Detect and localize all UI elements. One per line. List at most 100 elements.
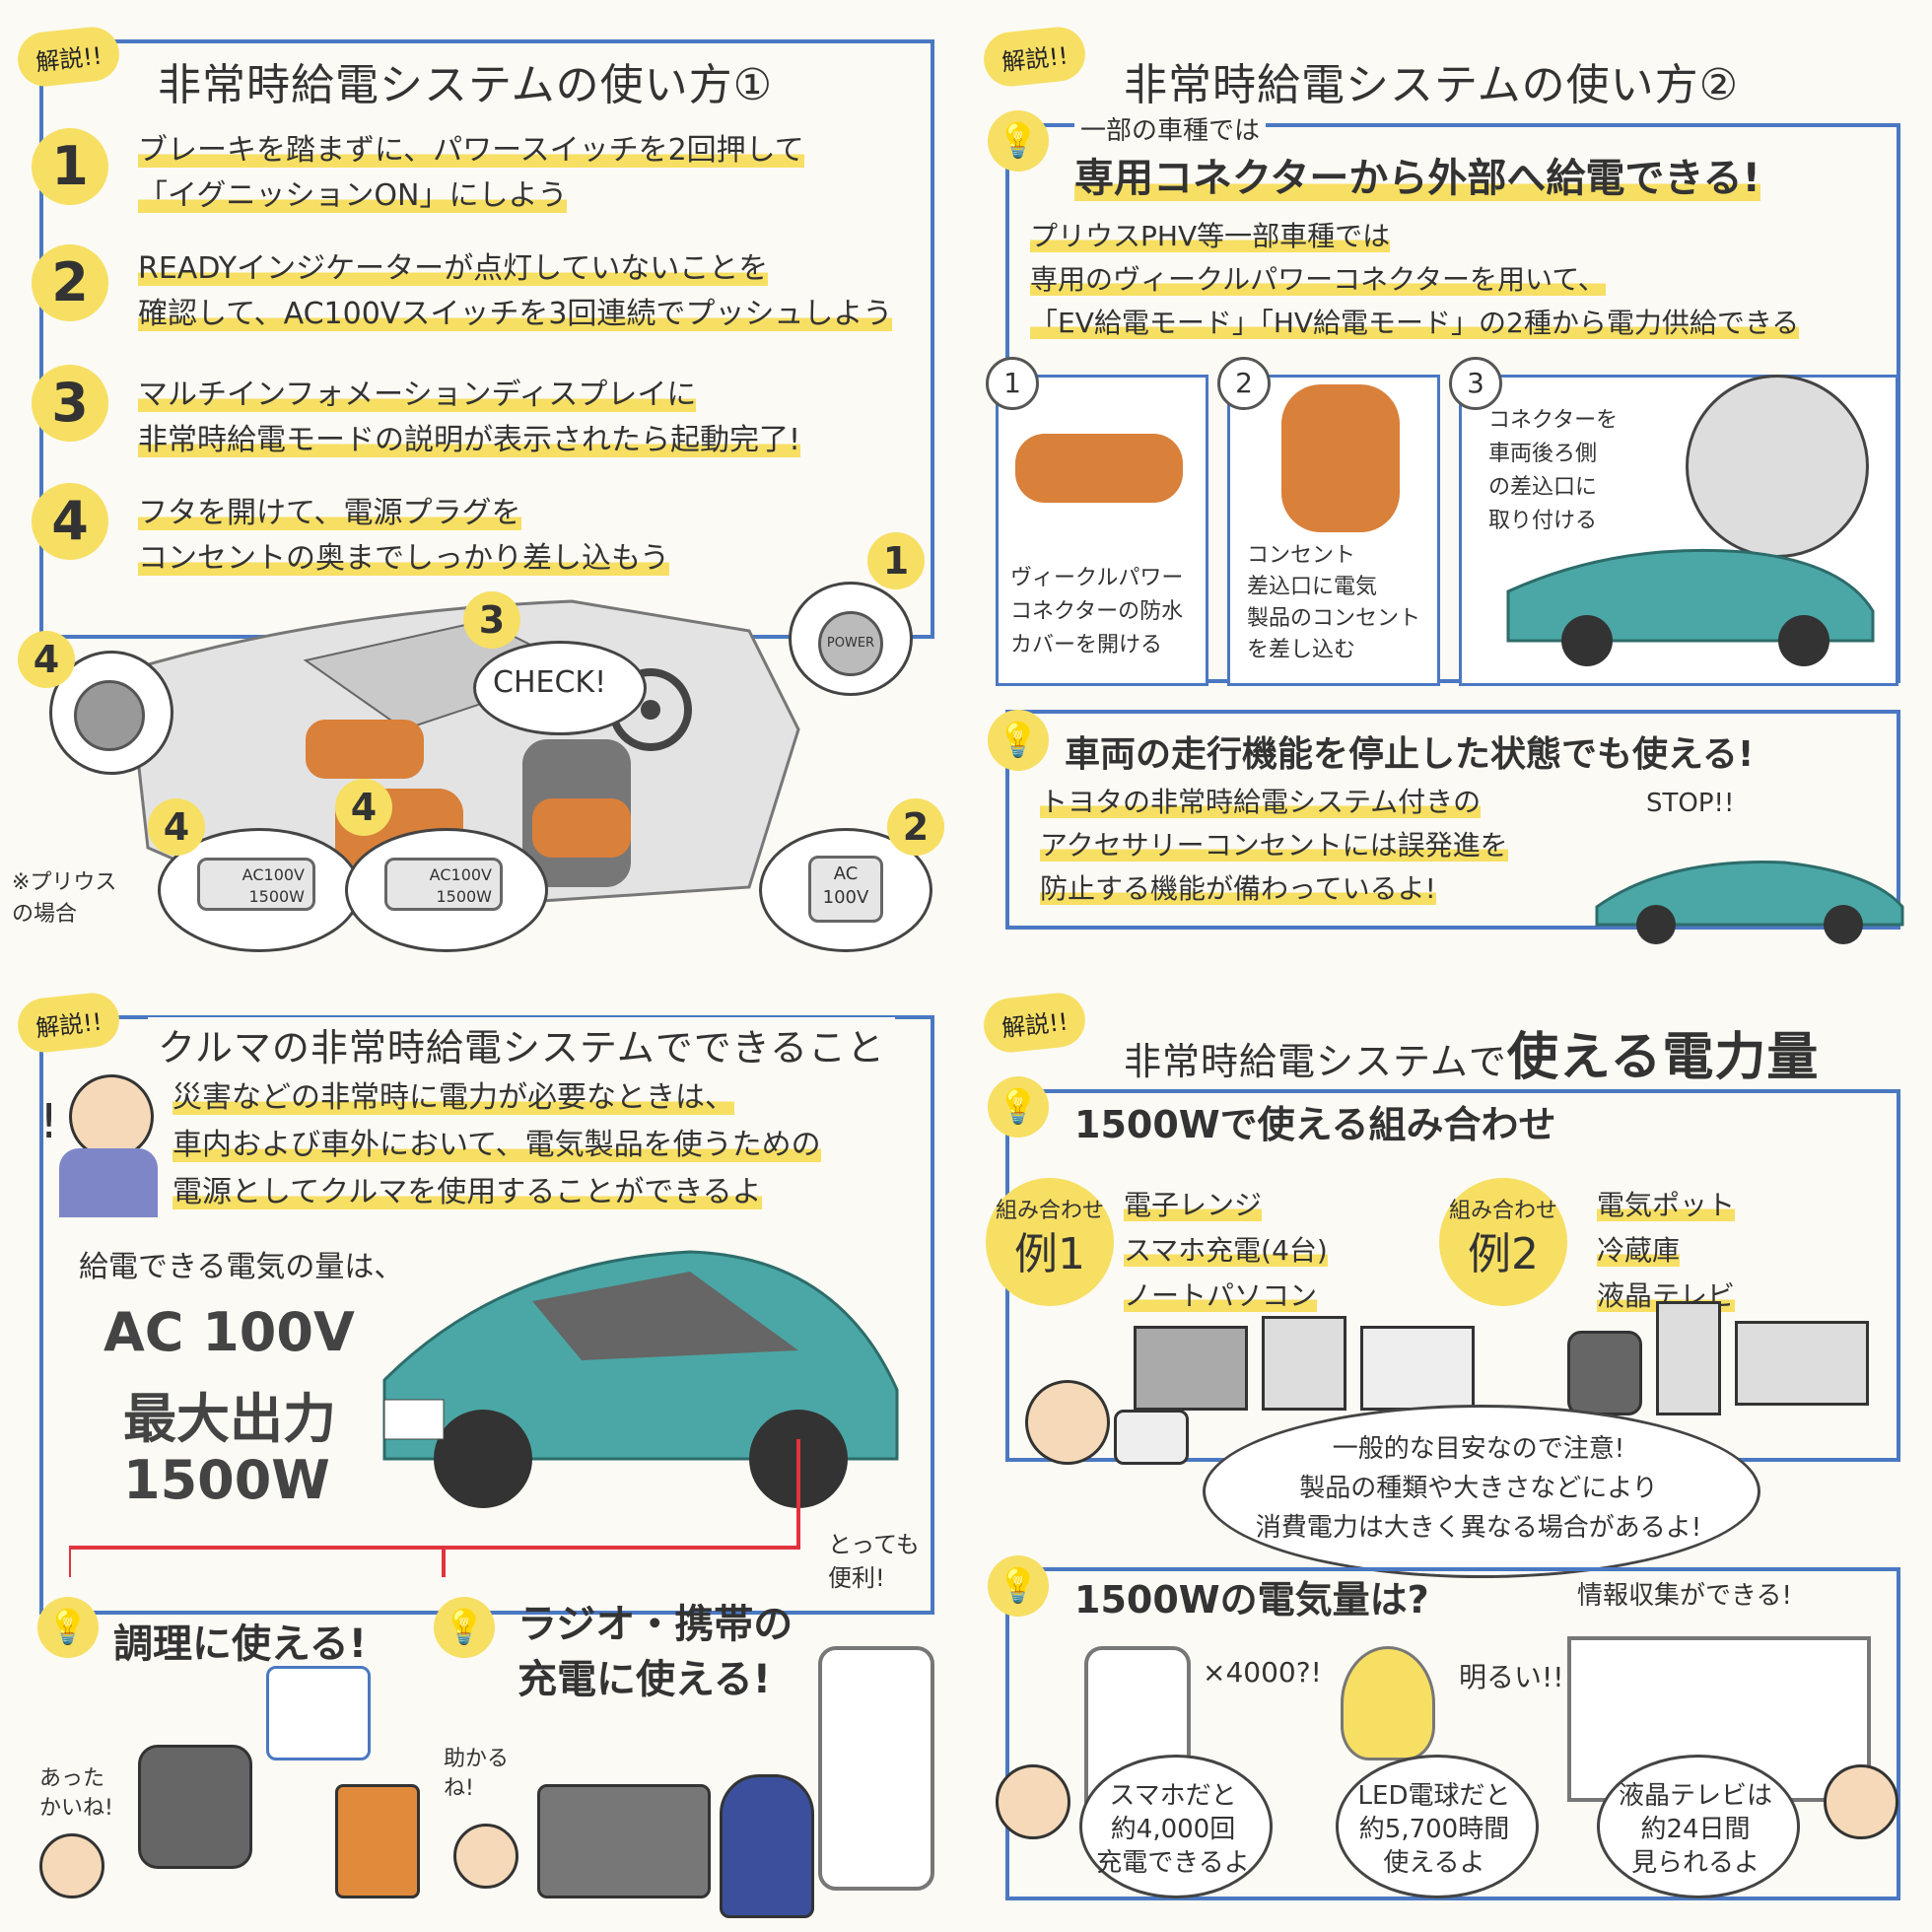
step-number: 3 [32, 365, 108, 442]
car-side-illus [1595, 861, 1904, 944]
capability-body: 災害などの非常時に電力が必要なときは、車内および車外において、電気製品を使うため… [172, 1080, 821, 1209]
amount-title: 1500Wの電気量は? [1074, 1578, 1429, 1622]
card-number: 1 [986, 357, 1039, 410]
port-closeup [1686, 375, 1869, 558]
stop-badge: STOP!! [1646, 789, 1735, 818]
person-body [59, 1148, 158, 1217]
use-charging: ラジオ・携帯の充電に使える! [518, 1602, 794, 1702]
result-bubble-1 [1079, 1755, 1273, 1898]
check-bubble [473, 641, 647, 735]
caution-bubble [1203, 1405, 1760, 1578]
panel-title: 非常時給電システムの使い方② [1114, 49, 1750, 112]
illus-number: 4 [18, 631, 75, 688]
card-text: コンセント差込口に電気製品のコンセントを差し込む [1247, 543, 1421, 662]
combo1-badge: 組み合わせ例1 [986, 1178, 1114, 1306]
panel-title: 非常時給電システムの使い方① [148, 49, 784, 112]
bulb-icon [1341, 1646, 1435, 1760]
result-text-1: スマホだと約4,000回充電できるよ [1096, 1781, 1250, 1878]
kettle-illus [138, 1745, 252, 1869]
connector-heading: 専用コネクターから外部へ給電できる! [1074, 156, 1760, 201]
prius-note: ※プリウスの場合 [12, 870, 117, 927]
illus-number: 3 [463, 591, 520, 649]
combo-title: 1500Wで使える組み合わせ [1074, 1103, 1556, 1146]
result-text-2: LED電球だと約5,700時間使えるよ [1357, 1781, 1511, 1878]
result-bubble-3 [1597, 1755, 1800, 1898]
lightbulb-icon: 💡 [988, 1076, 1049, 1138]
person-speech-2: 助かるね! [444, 1747, 510, 1801]
person-avatar [39, 1833, 104, 1898]
connector-card-1 [996, 375, 1208, 686]
radio-illus [537, 1784, 711, 1898]
power-button-icon: POWER [818, 611, 883, 676]
panel-title: クルマの非常時給電システムでできること [148, 1017, 895, 1071]
tv-icon [1735, 1321, 1869, 1406]
amount-intro: 給電できる電気の量は、 [79, 1250, 404, 1284]
step-text: READYインジケーターが点灯していないことを確認して、AC100Vスイッチを3… [138, 251, 893, 331]
commentary-tag: 解説!! [981, 24, 1088, 90]
lantern-illus [720, 1774, 814, 1918]
lightbulb-icon: 💡 [988, 710, 1049, 771]
spec-ac: AC 100V [104, 1301, 355, 1363]
stop-heading: 車両の走行機能を停止した状態でも使える! [1065, 734, 1755, 775]
panel-usage-1: 解説!! 非常時給電システムの使い方① 1 ブレーキを踏まずに、パワースイッチを… [0, 0, 966, 966]
bright-note: 明るい!! [1459, 1661, 1564, 1693]
convenient-note: とっても便利! [828, 1531, 920, 1592]
combo2-badge: 組み合わせ例2 [1439, 1178, 1567, 1306]
step-text: ブレーキを踏まずに、パワースイッチを2回押して「イグニッションON」にしよう [138, 133, 804, 213]
lightbulb-icon: 💡 [988, 1555, 1049, 1617]
card-number: 2 [1217, 357, 1271, 410]
car-rear-illus [1506, 548, 1875, 666]
combo1-items: 電子レンジスマホ充電(4台)ノートパソコン [1124, 1189, 1328, 1312]
stop-frame [1005, 710, 1900, 930]
panel-power-amount: 解説!! 非常時給電システムで使える電力量 💡 1500Wで使える組み合わせ 組… [966, 966, 1932, 1932]
lightbulb-icon: 💡 [988, 110, 1049, 172]
result-text-3: 液晶テレビは約24日間見られるよ [1618, 1781, 1772, 1878]
megaphone-person [1025, 1380, 1110, 1465]
noodle-cup-illus [335, 1784, 420, 1898]
illus-number: 2 [887, 798, 944, 856]
info-note: 情報収集ができる! [1577, 1581, 1792, 1611]
step-number: 4 [32, 483, 108, 560]
smartphone-illus [818, 1646, 934, 1891]
connector-illus [1015, 434, 1183, 503]
person-avatar [1824, 1764, 1898, 1839]
illus-number: 1 [867, 532, 925, 589]
times-note: ×4000?! [1203, 1656, 1322, 1689]
person-avatar [453, 1824, 518, 1889]
connector-sub-small: 一部の車種では [1074, 110, 1267, 147]
car-front-illus [382, 1250, 899, 1508]
caution-text: 一般的な目安なので注意!製品の種類や大きさなどにより消費電力は大きく異なる場合が… [1255, 1434, 1702, 1543]
step-number: 2 [32, 244, 108, 321]
spec-max: 最大出力 [123, 1388, 336, 1450]
panel-title: 非常時給電システムで使える電力量 [1114, 1015, 1829, 1089]
panel-usage-2: 解説!! 非常時給電システムの使い方② 💡 一部の車種では 専用コネクターから外… [966, 0, 1932, 966]
card-text: コネクターを車両後ろ側の差込口に取り付ける [1488, 408, 1619, 533]
step-text: マルチインフォメーションディスプレイに非常時給電モードの説明が表示されたら起動完… [138, 378, 801, 457]
stop-body: トヨタの非常時給電システム付きのアクセサリーコンセントには誤発進を防止する機能が… [1040, 786, 1508, 905]
power-cord [69, 1439, 800, 1577]
result-bubble-2 [1336, 1755, 1539, 1898]
illus-number: 4 [148, 798, 205, 856]
smartphones-icon [1262, 1316, 1346, 1411]
illus-number: 4 [335, 779, 392, 836]
spec-watt: 1500W [123, 1449, 330, 1511]
megaphone-icon [1114, 1410, 1189, 1465]
fridge-icon [1656, 1301, 1721, 1415]
connector-body: プリウスPHV等一部車種では専用のヴィークルパワーコネクターを用いて、「EV給電… [1030, 220, 1800, 339]
check-label: CHECK! [493, 665, 607, 700]
microwave-icon [1134, 1326, 1248, 1411]
use-cooking: 調理に使える! [113, 1622, 368, 1667]
lightbulb-icon: 💡 [37, 1597, 99, 1658]
lightbulb-icon: 💡 [434, 1597, 495, 1658]
outlet-icon [74, 680, 145, 751]
plug-illus [1281, 384, 1400, 532]
kettle-icon [1567, 1331, 1642, 1415]
step-text: フタを開けて、電源プラグをコンセントの奥までしっかり差し込もう [138, 496, 670, 576]
step-number: 1 [32, 128, 108, 205]
combo2-items: 電気ポット冷蔵庫液晶テレビ [1597, 1189, 1736, 1312]
person-avatar [996, 1764, 1070, 1839]
amount-frame [1005, 1567, 1900, 1900]
